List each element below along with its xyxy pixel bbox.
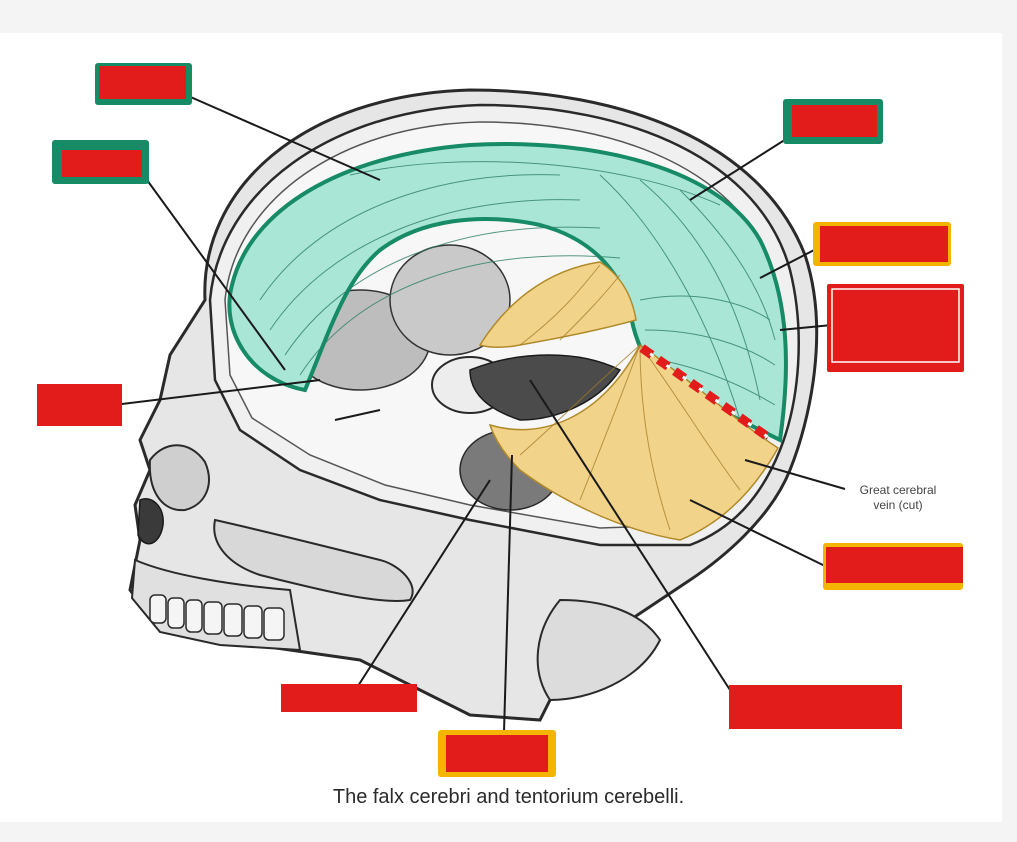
teeth	[149, 594, 285, 641]
middle-fossa-shadow	[389, 244, 511, 356]
label-mask	[62, 150, 142, 177]
brainstem-notch	[469, 354, 622, 421]
annotation-line-2: vein (cut)	[873, 498, 923, 512]
label-mask	[826, 547, 963, 583]
label-mask	[281, 684, 417, 712]
falx-fibers	[259, 161, 776, 421]
great-cerebral-vein-annotation: Great cerebral vein (cut)	[838, 483, 958, 513]
label-mask	[446, 735, 548, 772]
label-mask	[99, 66, 186, 99]
nasal-cavity	[137, 498, 164, 545]
label-mask	[37, 384, 122, 426]
orbit	[148, 444, 210, 512]
leader-lines	[121, 94, 846, 733]
tentorium-fibers	[519, 264, 741, 531]
label-mask	[729, 685, 902, 729]
tentorium-cerebelli-lower	[488, 343, 779, 541]
label-masks	[37, 63, 964, 777]
label-mask	[792, 105, 877, 137]
mastoid	[536, 598, 662, 702]
label-mask	[831, 288, 960, 363]
falx-cerebri-shape	[227, 142, 788, 444]
label-mask	[820, 226, 948, 262]
annotation-line-1: Great cerebral	[859, 483, 937, 497]
dashed-vein-marker	[639, 344, 775, 444]
figure-caption: The falx cerebri and tentorium cerebelli…	[332, 786, 685, 808]
tentorium-cerebelli-upper	[478, 261, 637, 348]
zygomatic-arch	[213, 518, 414, 602]
